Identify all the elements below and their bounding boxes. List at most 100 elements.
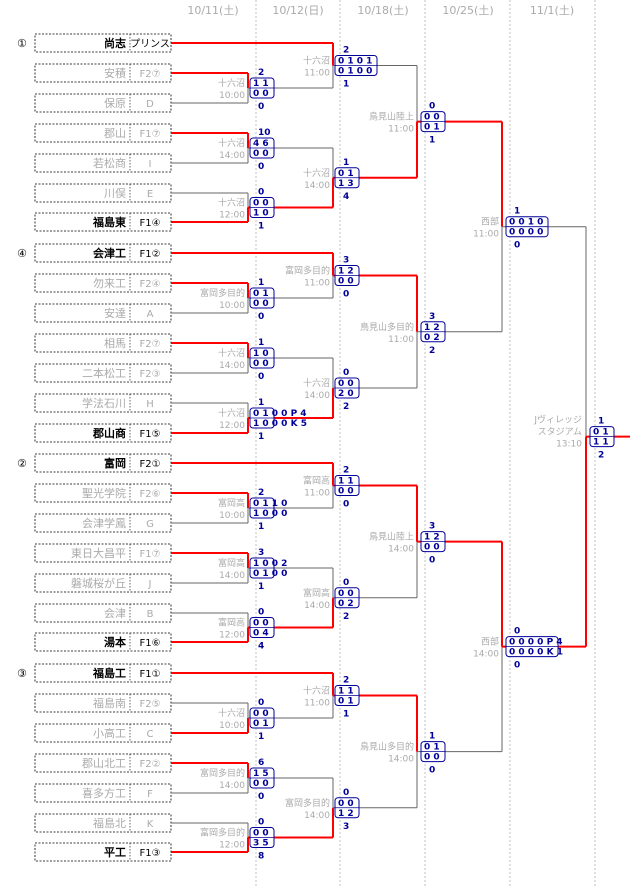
match-time: 14:00 xyxy=(219,781,245,791)
half-scores-top: 0 0 xyxy=(338,589,354,599)
total-score-top: 1 xyxy=(429,732,435,742)
total-score-bottom: 1 xyxy=(258,222,264,232)
half-scores-bottom: 1 0 0 0 xyxy=(253,509,287,519)
team-seed: F1④ xyxy=(139,218,160,229)
match-time: 10:00 xyxy=(219,91,245,101)
match-venue: 富岡多目的 xyxy=(285,265,330,277)
match-time: 12:00 xyxy=(219,211,245,221)
match-time: 14:00 xyxy=(388,755,414,765)
total-score-top: 10 xyxy=(258,128,271,138)
total-score-top: 0 xyxy=(343,788,349,798)
total-score-bottom: 1 xyxy=(343,710,349,720)
date-header: 10/25(土) xyxy=(442,4,493,17)
half-scores-top: 0 0 xyxy=(338,799,354,809)
match-time: 14:00 xyxy=(219,571,245,581)
half-scores-top: 0 1 xyxy=(253,289,269,299)
match-venue: 十六沼 xyxy=(303,377,330,389)
half-scores-bottom: 2 0 xyxy=(338,389,354,399)
match-time: 10:00 xyxy=(219,301,245,311)
match-time: 12:00 xyxy=(219,841,245,851)
total-score-bottom: 0 xyxy=(343,500,349,510)
team-seed: F2⑤ xyxy=(139,699,160,710)
match-venue: スタジアム xyxy=(538,427,582,438)
team-name: 川俣 xyxy=(104,186,126,200)
match-venue: 鳥見山多目的 xyxy=(360,741,414,753)
total-score-bottom: 0 xyxy=(514,661,520,671)
half-scores-bottom: 0 0 0 0 xyxy=(509,228,543,238)
match-time: 11:00 xyxy=(304,279,330,289)
half-scores-top: 0 0 xyxy=(253,199,269,209)
half-scores-bottom: 0 0 xyxy=(424,753,440,763)
match-venue: 富岡高 xyxy=(218,617,245,629)
total-score-top: 3 xyxy=(258,548,264,558)
team-name: 磐城桜が丘 xyxy=(71,576,126,590)
half-scores-top: 1 0 xyxy=(253,349,269,359)
team-seed: I xyxy=(149,159,152,170)
half-scores-bottom: 0 0 xyxy=(338,277,354,287)
half-scores-top: 0 1 0 0 P 4 xyxy=(253,409,307,419)
match-venue: Jヴィレッジ xyxy=(533,414,582,426)
team-seed: D xyxy=(146,99,154,110)
total-score-top: 2 xyxy=(343,676,349,686)
team-name: 安積 xyxy=(104,66,126,80)
team-seed: H xyxy=(146,399,154,410)
team-seed: F1③ xyxy=(139,848,160,859)
team-name: 相馬 xyxy=(104,337,126,350)
total-score-bottom: 0 xyxy=(258,372,264,382)
team-name: 喜多方工 xyxy=(82,786,126,800)
total-score-bottom: 1 xyxy=(258,432,264,442)
half-scores-top: 0 0 xyxy=(338,379,354,389)
half-scores-top: 0 0 xyxy=(253,709,269,719)
team-seed: C xyxy=(147,729,154,740)
team-name: 二本松工 xyxy=(82,366,126,380)
match-venue: 西部 xyxy=(481,636,499,648)
half-scores-bottom: 0 2 xyxy=(338,599,354,609)
total-score-bottom: 4 xyxy=(258,642,264,652)
total-score-top: 0 xyxy=(343,368,349,378)
match-venue: 富岡高 xyxy=(218,557,245,569)
match-venue: 富岡多目的 xyxy=(285,797,330,809)
half-scores-top: 0 1 xyxy=(338,169,354,179)
match-venue: 富岡高 xyxy=(303,475,330,487)
half-scores-top: 1 1 xyxy=(253,79,269,89)
match-venue: 富岡高 xyxy=(303,587,330,599)
total-score-bottom: 0 xyxy=(429,556,435,566)
half-scores-bottom: 0 0 xyxy=(253,779,269,789)
half-scores-top: 0 0 0 0 P 4 xyxy=(509,638,563,648)
team-seed: G xyxy=(146,519,154,530)
half-scores-top: 0 1 xyxy=(424,743,440,753)
half-scores-bottom: 1 1 xyxy=(593,438,609,448)
team-name: 平工 xyxy=(104,846,126,859)
match-venue: 十六沼 xyxy=(303,685,330,697)
match-venue: 鳥見山陸上 xyxy=(369,111,414,123)
half-scores-bottom: 0 4 xyxy=(253,629,269,639)
half-scores-bottom: 3 5 xyxy=(253,839,269,849)
half-scores-top: 0 1 0 1 xyxy=(338,57,372,67)
match-venue: 十六沼 xyxy=(218,407,245,419)
team-name: 郡山商 xyxy=(92,426,126,440)
date-header: 10/18(土) xyxy=(357,4,408,17)
total-score-bottom: 8 xyxy=(258,852,264,862)
team-name: 小高工 xyxy=(93,726,126,740)
half-scores-top: 1 0 0 2 xyxy=(253,559,287,569)
total-score-top: 1 xyxy=(343,158,349,168)
team-name: 富岡 xyxy=(104,456,126,470)
half-scores-top: 0 0 xyxy=(253,829,269,839)
total-score-bottom: 0 xyxy=(343,290,349,300)
date-headers: 10/11(土)10/12(日)10/18(土)10/25(土)11/1(土) xyxy=(187,4,574,17)
team-name: 勿来工 xyxy=(93,277,126,290)
match-venue: 十六沼 xyxy=(218,707,245,719)
match-time: 14:00 xyxy=(219,151,245,161)
total-score-bottom: 0 xyxy=(258,162,264,172)
total-score-bottom: 0 xyxy=(429,766,435,776)
team-name: 会津 xyxy=(104,607,126,620)
half-scores-bottom: 0 1 0 0 xyxy=(338,67,372,77)
half-scores-top: 1 5 xyxy=(253,769,269,779)
team-name: 郡山北工 xyxy=(82,757,126,770)
half-scores-top: 1 2 xyxy=(338,267,354,277)
team-name: 福島北 xyxy=(93,816,126,830)
team-seed: F2② xyxy=(139,759,160,770)
total-score-bottom: 0 xyxy=(514,241,520,251)
team-seed: F2⑥ xyxy=(139,489,160,500)
